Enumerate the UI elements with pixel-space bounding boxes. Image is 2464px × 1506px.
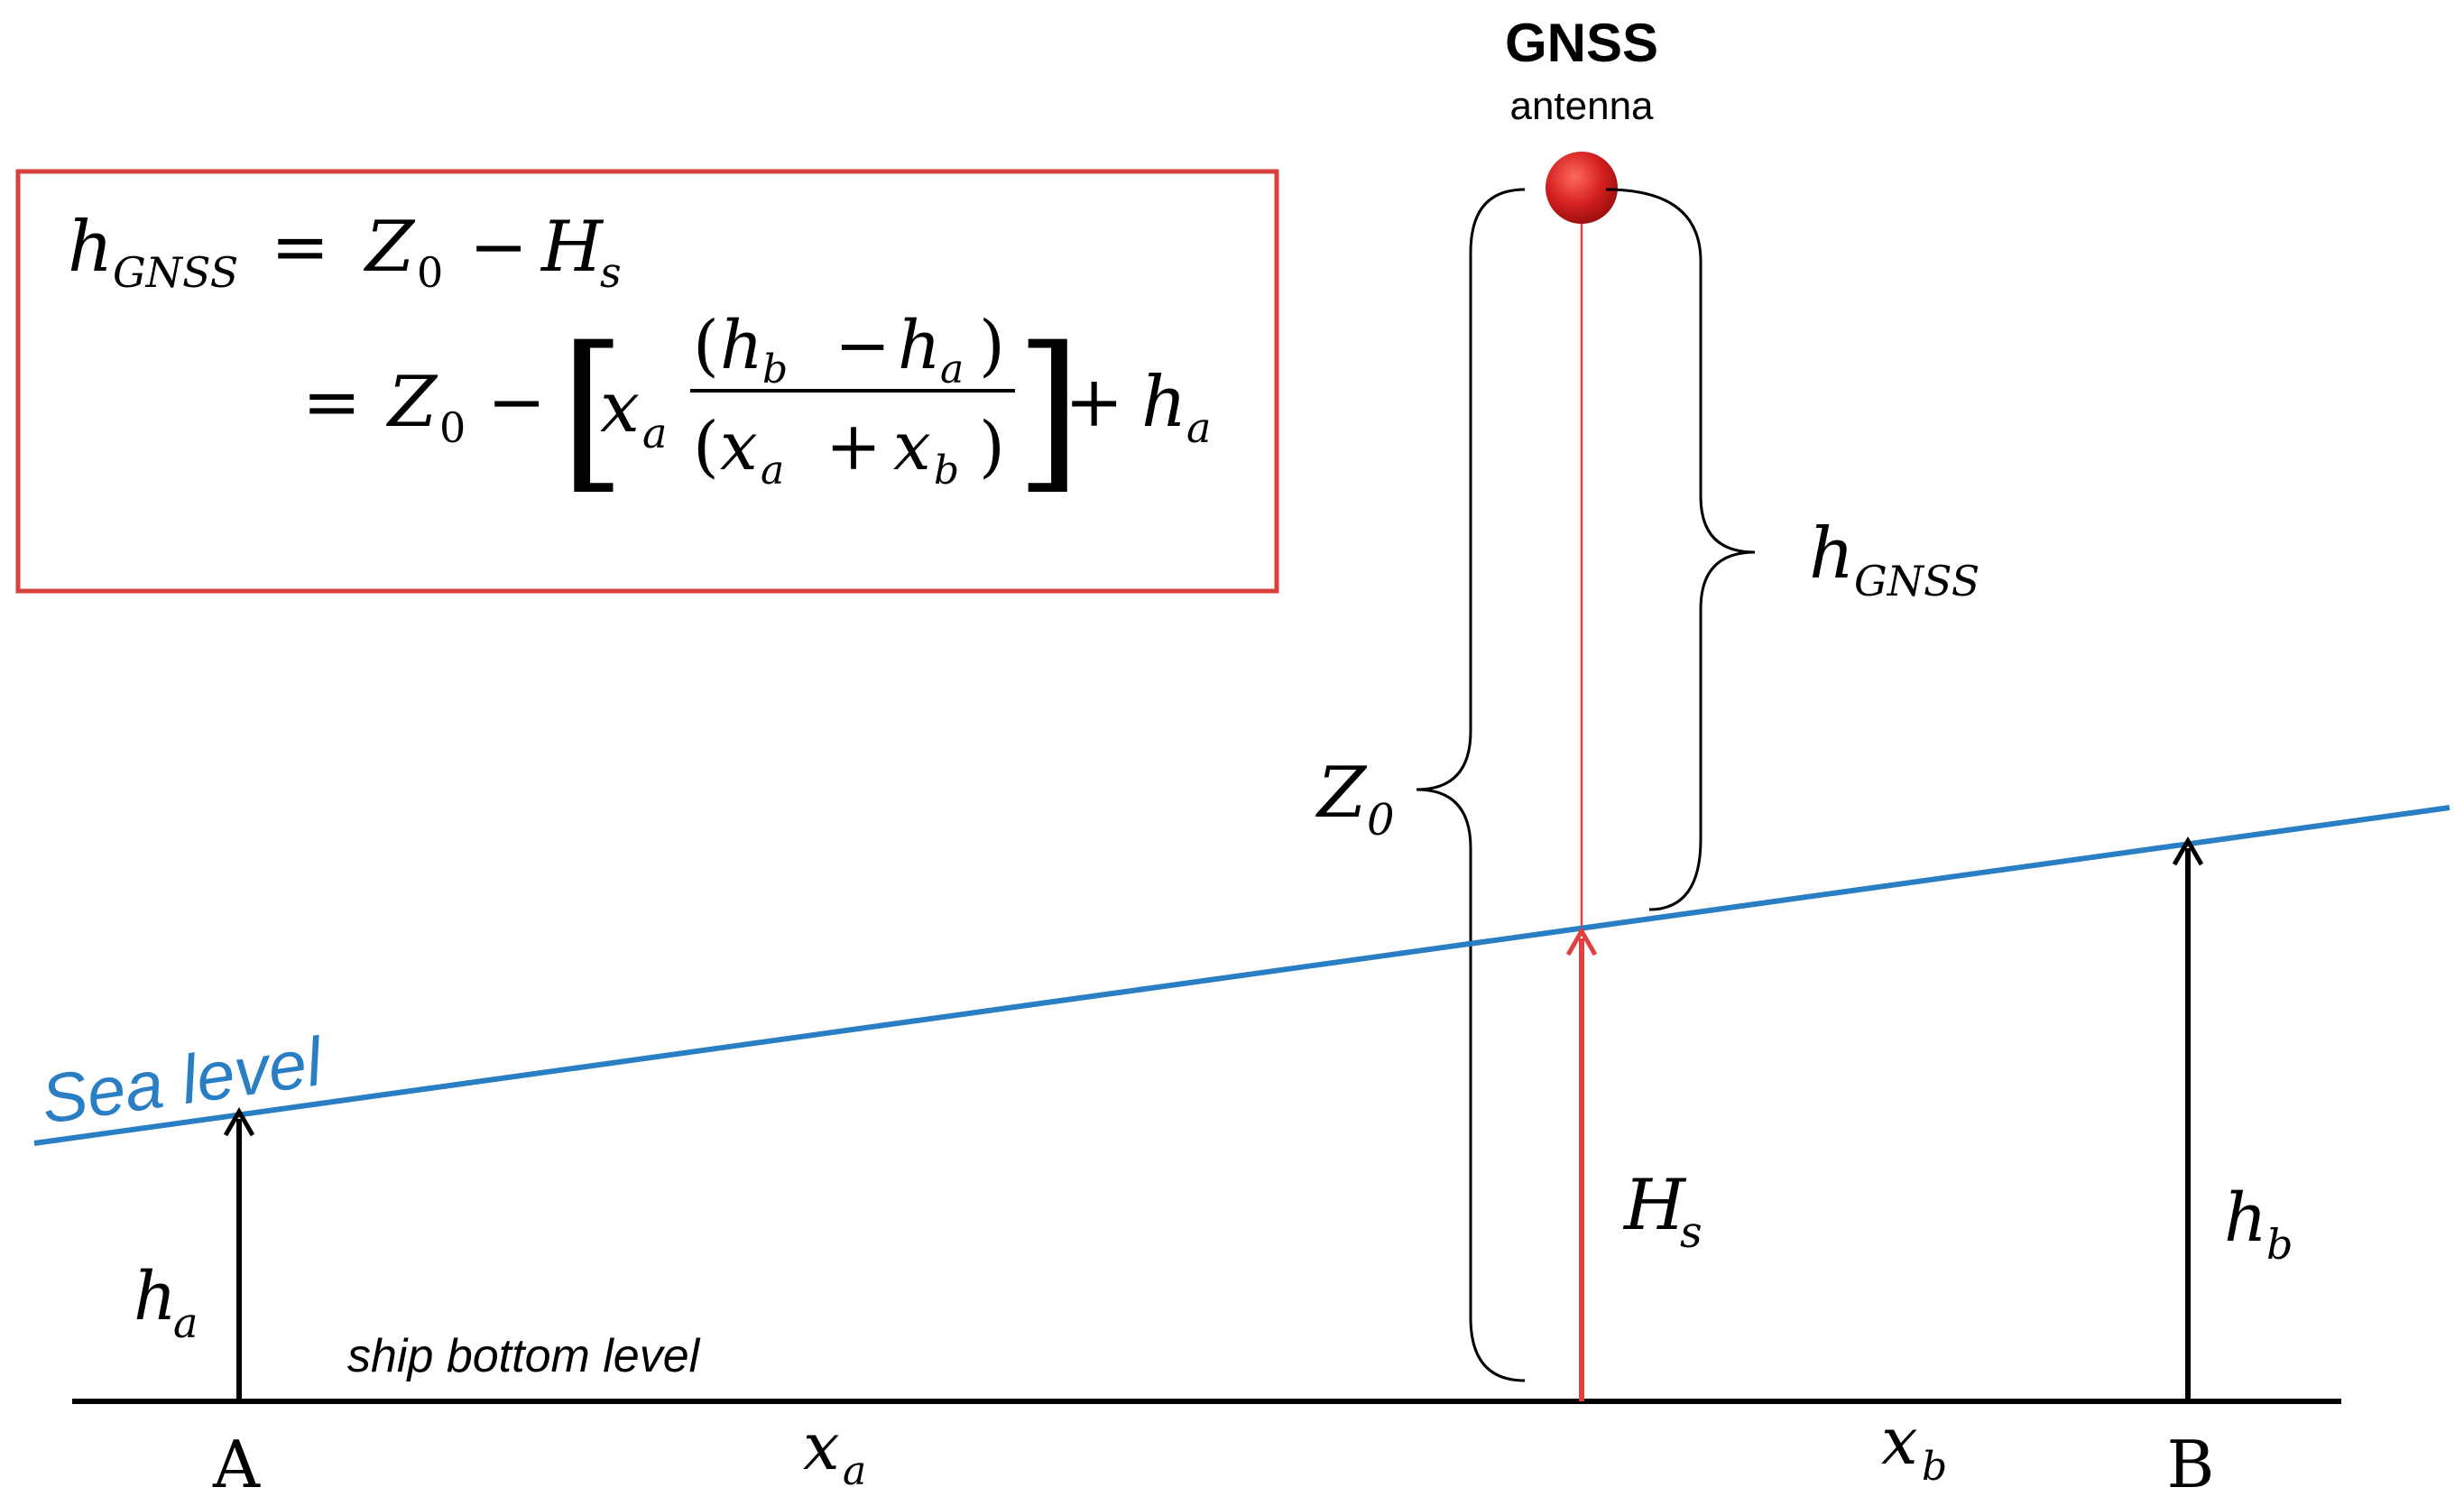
formula-z0-1: Z (363, 207, 416, 288)
formula-bracket-open: [ (559, 310, 626, 510)
z0-brace (1416, 188, 1526, 1382)
gnss-subtitle: antenna (1509, 84, 1654, 128)
hs-sub: s (1680, 1207, 1703, 1258)
hgnss-brace (1605, 188, 1756, 911)
formula-box (15, 169, 1279, 594)
formula-num-ha: h (898, 307, 941, 384)
gnss-antenna-dot (1546, 152, 1618, 224)
formula-minus-2: − (487, 362, 546, 443)
formula-num-close: ) (979, 307, 1005, 384)
formula-den-close: ) (979, 408, 1005, 485)
formula-eq-2: = (302, 362, 361, 443)
hgnss-sub: GNSS (1854, 557, 1980, 605)
hb-arrowhead (2172, 836, 2204, 866)
z0-sub: 0 (1367, 795, 1395, 845)
formula-lhs-h: h (68, 207, 113, 288)
formula-num-ha-sub: a (940, 346, 964, 393)
hb-sub: b (2266, 1220, 2293, 1269)
formula-ha: h (1141, 362, 1186, 443)
z0-label: Z (1315, 753, 1368, 834)
formula-eq-1: = (271, 207, 329, 288)
xb-label: x (1881, 1403, 1918, 1479)
formula-num-minus: − (835, 307, 891, 384)
formula-den-xa-sub: a (761, 448, 784, 494)
formula-xa-sub: a (642, 409, 667, 457)
hs-label: H (1622, 1165, 1687, 1246)
formula-line-1: h GNSS = Z 0 − H s (68, 207, 622, 297)
formula-den-xb: x (893, 408, 931, 485)
formula-den-plus: + (826, 408, 881, 485)
xa-sub: a (843, 1448, 866, 1494)
ship-bottom-label: ship bottom level (347, 1330, 701, 1382)
hs-arrowhead (1565, 926, 1598, 956)
point-b-label: B (2167, 1427, 2215, 1502)
formula-minus-1: − (469, 207, 528, 288)
ha-arrowhead (223, 1106, 255, 1137)
formula-xa: x (600, 367, 640, 448)
formula-line-2: = Z 0 − [ x a ( h b − h a ) ( x a + x b … (302, 307, 1211, 510)
hgnss-label: h (1809, 513, 1854, 595)
formula-den-xa: x (720, 408, 758, 485)
ha-label: h (134, 1258, 177, 1335)
formula-den-open: ( (693, 408, 719, 485)
formula-ha-sub: a (1186, 403, 1211, 452)
ha-sub: a (173, 1298, 198, 1347)
sea-level-line (33, 805, 2450, 1146)
formula-z0-sub-2: 0 (439, 403, 466, 452)
xa-label: x (803, 1409, 840, 1484)
formula-plus: + (1065, 362, 1123, 443)
hb-label: h (2224, 1179, 2267, 1257)
gnss-title: GNSS (1505, 13, 1658, 73)
formula-num-open: ( (693, 307, 719, 384)
point-a-label: A (212, 1427, 261, 1502)
formula-den-xb-sub: b (934, 448, 959, 494)
formula-num-hb-sub: b (762, 346, 788, 393)
formula-lhs-sub: GNSS (113, 248, 238, 297)
xb-sub: b (1922, 1444, 1947, 1490)
formula-hs: H (540, 207, 604, 288)
formula-z0-sub-1: 0 (417, 248, 443, 297)
formula-z0-2: Z (385, 362, 438, 443)
formula-hs-sub: s (600, 248, 622, 297)
formula-bracket-close: ] (1015, 310, 1082, 510)
formula-num-hb: h (720, 307, 763, 384)
